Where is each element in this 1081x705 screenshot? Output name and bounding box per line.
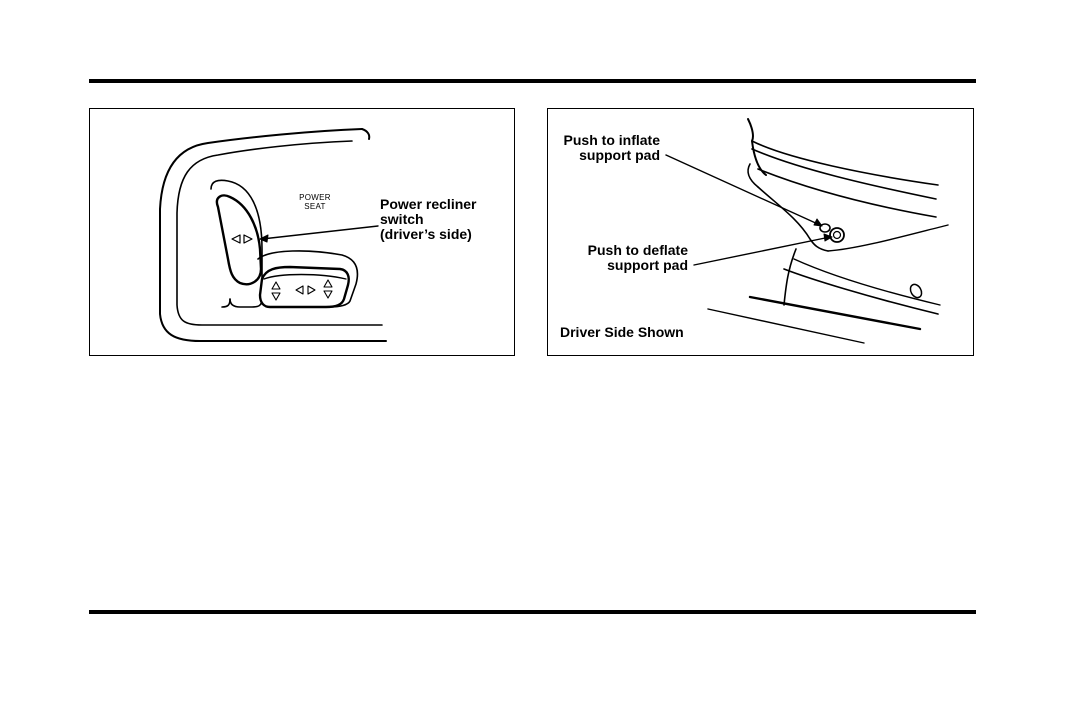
inflate-callout-line2: support pad bbox=[560, 148, 660, 163]
recliner-callout: Power recliner switch (driver’s side) bbox=[380, 197, 477, 242]
inflate-callout: Push to inflate support pad bbox=[560, 133, 660, 163]
deflate-callout: Push to deflate support pad bbox=[578, 243, 688, 273]
deflate-callout-line1: Push to deflate bbox=[578, 243, 688, 258]
deflate-callout-line2: support pad bbox=[578, 258, 688, 273]
power-seat-label: POWER SEAT bbox=[295, 193, 335, 211]
recliner-callout-line1: Power recliner bbox=[380, 197, 477, 212]
power-seat-label-line2: SEAT bbox=[295, 202, 335, 211]
lumbar-support-figure: Push to inflate support pad Push to defl… bbox=[547, 108, 974, 356]
power-seat-label-line1: POWER bbox=[295, 193, 335, 202]
bottom-rule bbox=[89, 610, 976, 614]
figure-caption: Driver Side Shown bbox=[560, 325, 684, 340]
top-rule bbox=[89, 79, 976, 83]
recliner-callout-line2: switch bbox=[380, 212, 477, 227]
power-recliner-figure: POWER SEAT Power recliner switch (driver… bbox=[89, 108, 515, 356]
inflate-callout-line1: Push to inflate bbox=[560, 133, 660, 148]
recliner-callout-line3: (driver’s side) bbox=[380, 227, 477, 242]
